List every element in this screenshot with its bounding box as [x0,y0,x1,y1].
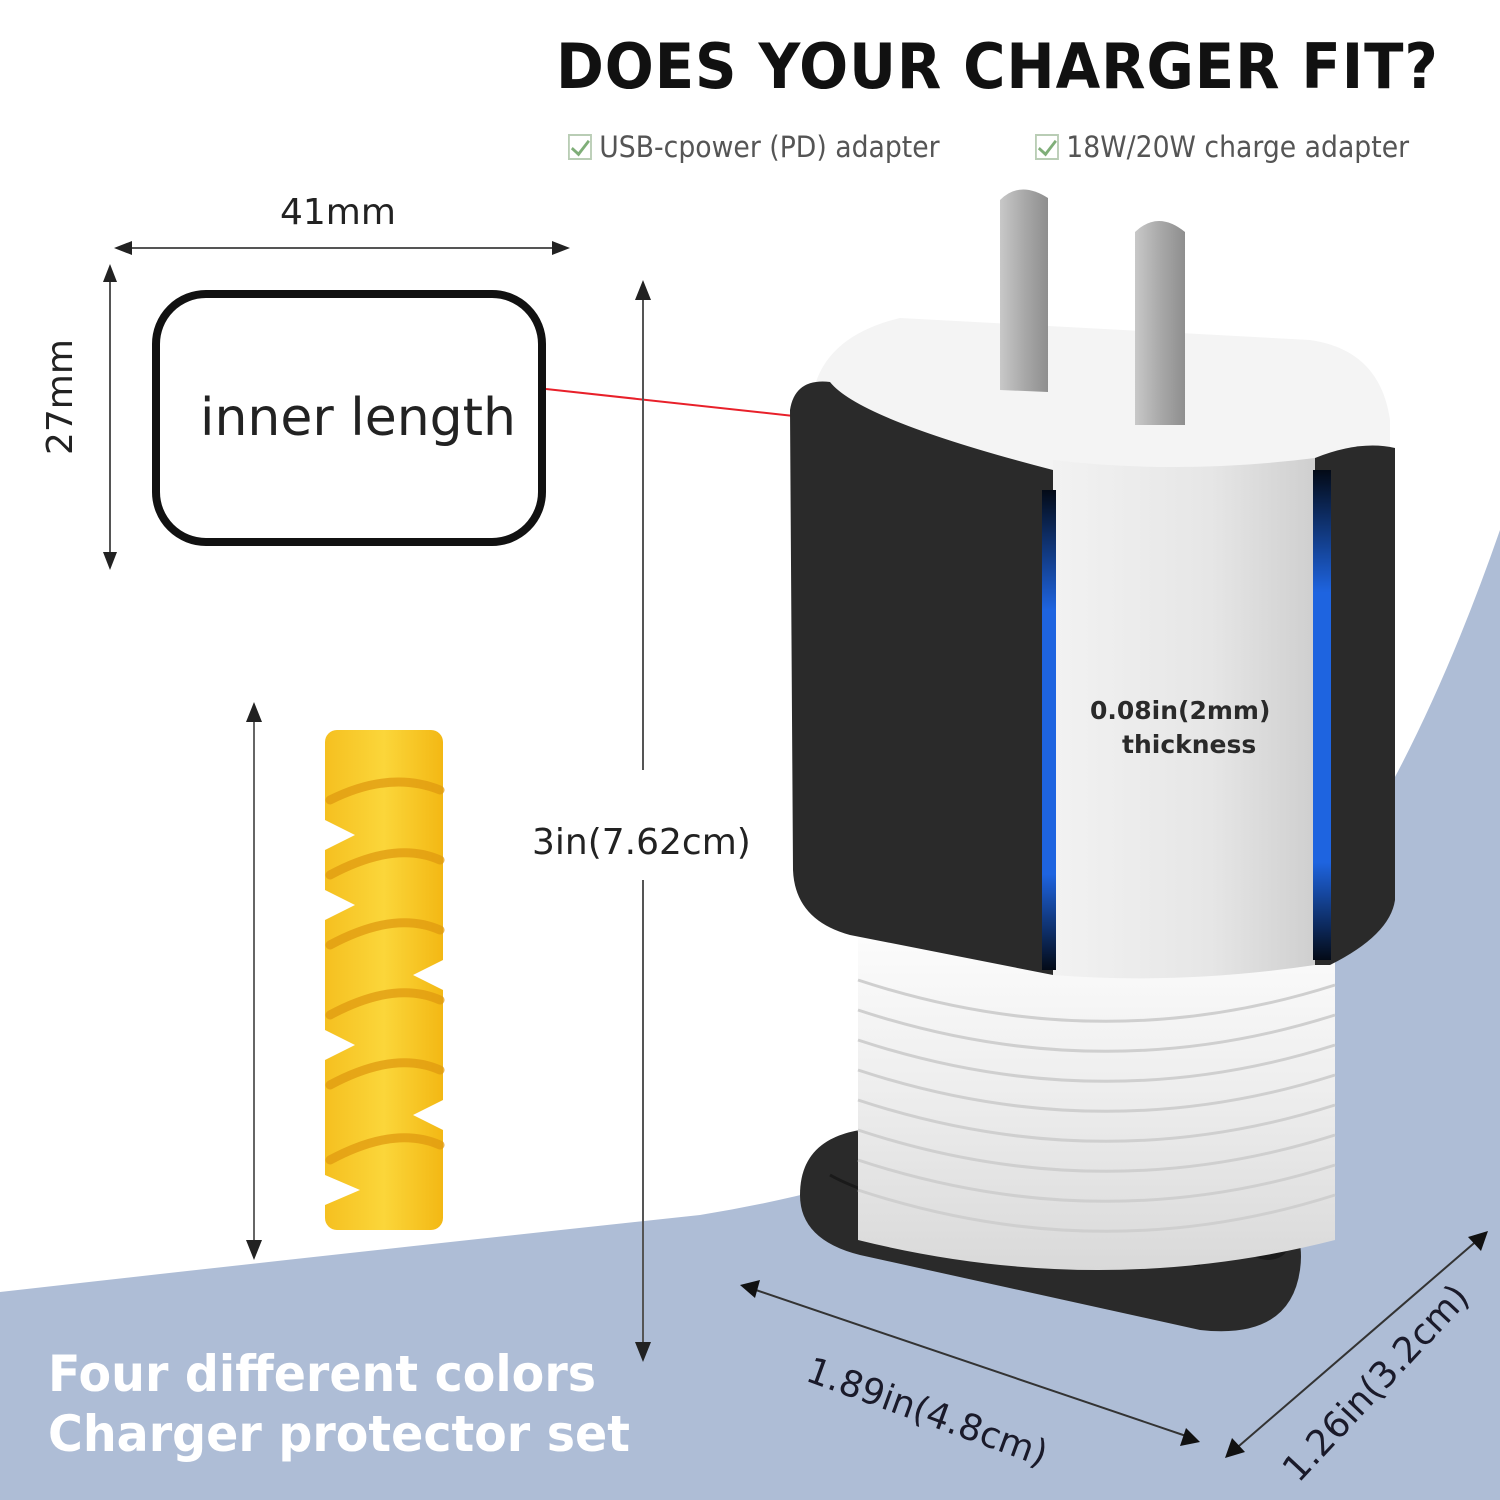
page-title: DOES YOUR CHARGER FIT? [556,30,1439,103]
protector-case [790,381,1395,975]
compat-label: USB-cpower (PD) adapter [599,130,940,164]
inner-length-label: inner length [200,388,517,448]
compat-label: 18W/20W charge adapter [1066,130,1410,164]
prong-right [1135,221,1185,425]
width-dimension-arrow [114,241,570,255]
promo-line-2: Charger protector set [48,1405,630,1463]
thickness-value: 0.08in(2mm) [1090,696,1271,725]
base-length-dimension-arrow [740,1280,1200,1446]
charger-body [815,189,1390,979]
inner-width-label: 41mm [280,192,396,233]
thickness-label: 0.08in(2mm) thickness [1090,694,1270,762]
total-height-dimension-arrow [635,280,651,1362]
promo-line-1: Four different colors [48,1345,597,1403]
pointer-arrow [545,388,828,428]
spiral-cable-protector [325,730,445,1230]
checkbox-checked-icon [568,134,592,160]
compat-item-18w-20w: 18W/20W charge adapter [1035,130,1409,164]
thickness-caption: thickness [1122,730,1257,759]
base-width-dimension-arrow [1225,1231,1488,1458]
inner-height-label: 27mm [40,339,81,455]
coiled-cable [857,905,1336,1270]
compat-item-usb-pd: USB-cpower (PD) adapter [568,130,940,164]
total-height-label: 3in(7.62cm) [532,818,751,867]
height-dimension-arrow [103,264,117,570]
checkbox-checked-icon [1035,134,1059,160]
inner-length-outline [152,290,546,546]
prong-left [1000,189,1048,392]
spiral-length-dimension-arrow [246,702,262,1260]
